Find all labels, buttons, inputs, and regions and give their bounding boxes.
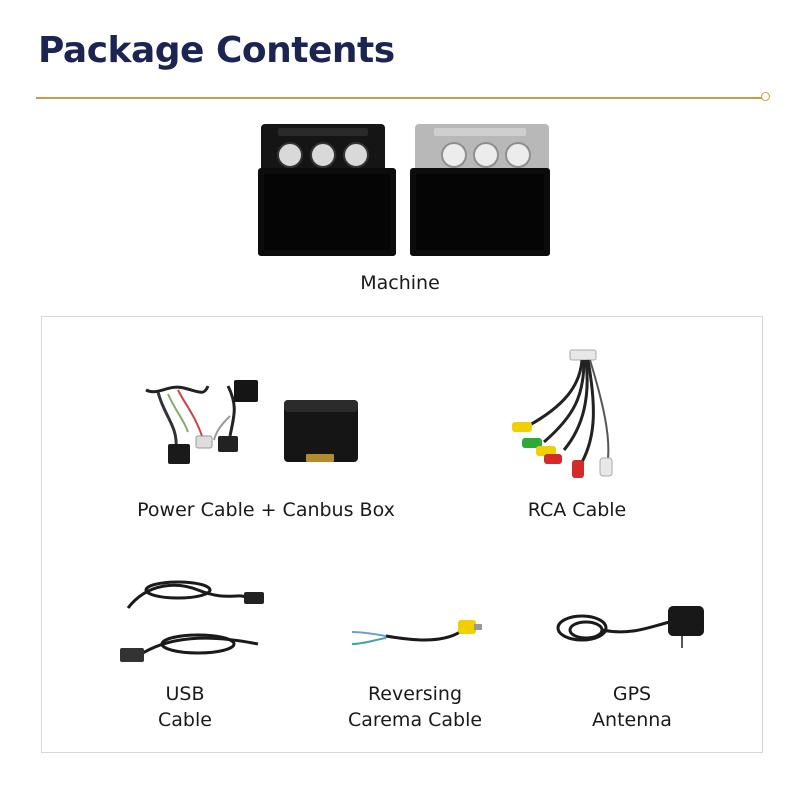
accent-divider xyxy=(36,97,766,99)
reversing-cable-image xyxy=(351,620,482,645)
divider-end-dot xyxy=(761,92,770,101)
page-title: Package Contents xyxy=(38,30,395,71)
power-cable-image xyxy=(145,380,358,464)
gps-antenna-label: GPS Antenna xyxy=(560,681,704,733)
reversing-cable-label-line2: Carema Cable xyxy=(347,709,483,731)
rca-cable-image xyxy=(512,349,613,478)
reversing-cable-label: Reversing Carema Cable xyxy=(322,681,508,733)
gps-antenna-image xyxy=(556,606,704,648)
accessories-panel xyxy=(41,316,763,753)
gps-antenna-label-line1: GPS xyxy=(612,683,652,705)
reversing-cable-label-line1: Reversing xyxy=(367,683,463,705)
usb-cable-label: USB Cable xyxy=(115,681,255,733)
power-cable-label: Power Cable + Canbus Box xyxy=(137,499,395,521)
machine-image xyxy=(258,124,550,256)
machine-label: Machine xyxy=(360,272,440,294)
usb-cable-label-line1: USB xyxy=(165,683,205,705)
usb-cable-image xyxy=(120,580,264,662)
usb-cable-label-line2: Cable xyxy=(158,709,212,731)
rca-cable-label: RCA Cable xyxy=(527,499,627,521)
gps-antenna-label-line2: Antenna xyxy=(592,709,672,731)
